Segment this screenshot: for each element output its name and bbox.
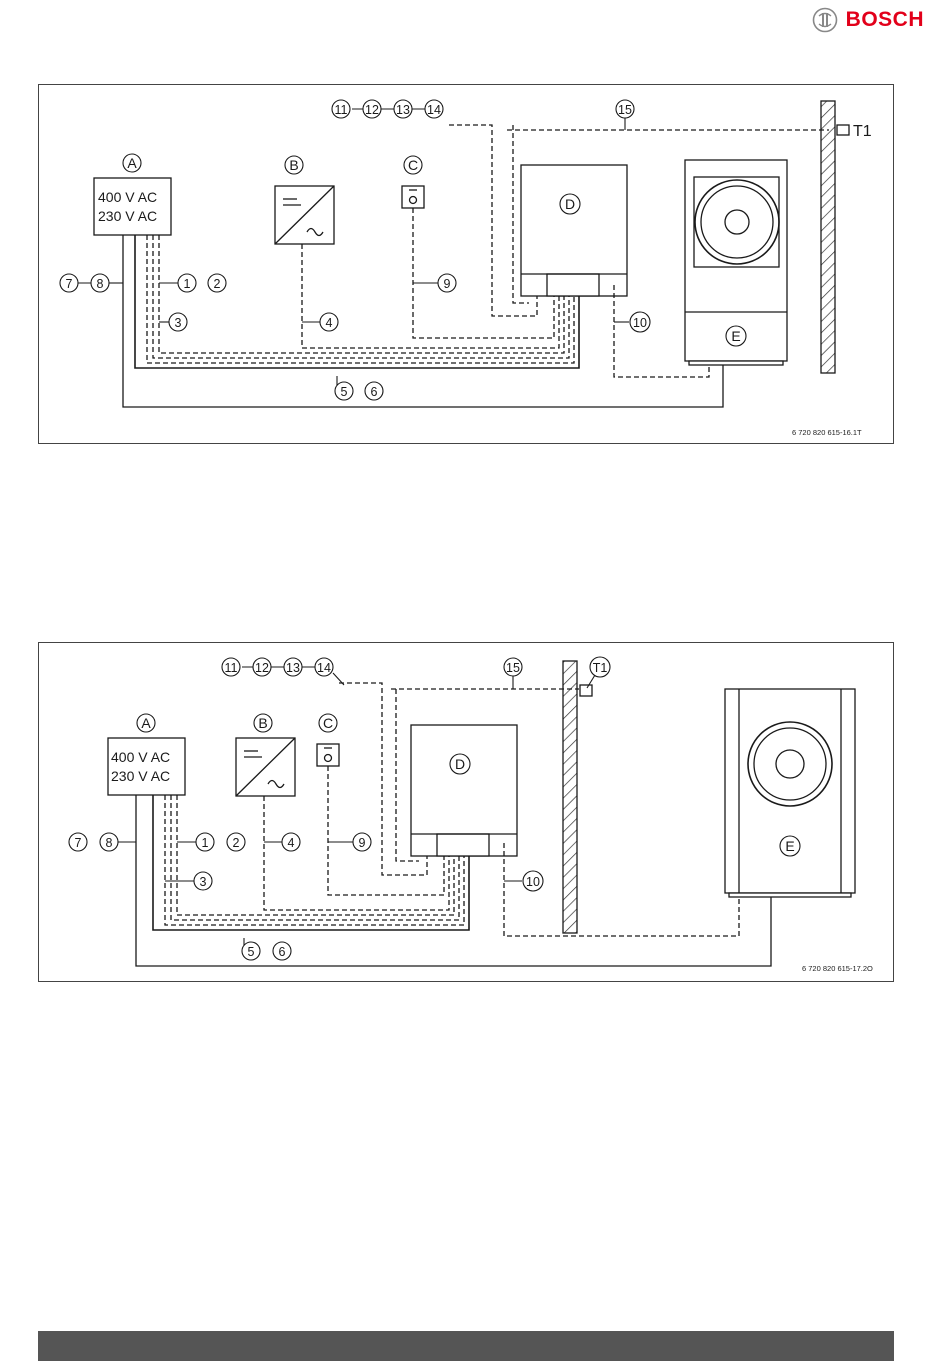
t1-sensor	[837, 125, 849, 135]
callout-15: 15	[506, 661, 520, 675]
t1-sensor	[580, 685, 592, 696]
callout-12: 12	[255, 661, 269, 675]
diagram-bottom-canvas: 400 V AC 230 V AC A B C D E	[39, 643, 895, 981]
callout-D: D	[455, 756, 465, 772]
wiring-diagram-top: T1 400 V AC 230 V AC A B C D E	[38, 84, 894, 444]
callout-9: 9	[359, 836, 366, 850]
callout-14: 14	[317, 661, 331, 675]
power-supply-box-A	[94, 178, 171, 235]
callout-5: 5	[341, 385, 348, 399]
callout-5: 5	[248, 945, 255, 959]
callout-7: 7	[66, 277, 73, 291]
callout-3: 3	[200, 875, 207, 889]
callout-1: 1	[202, 836, 209, 850]
callout-D: D	[565, 196, 575, 212]
voltage-label-230: 230 V AC	[111, 768, 170, 784]
figure-code-top: 6 720 820 615-16.1T	[792, 428, 862, 437]
brand-name: BOSCH	[846, 8, 924, 32]
wall	[821, 101, 835, 373]
callout-2: 2	[233, 836, 240, 850]
callout-13: 13	[396, 103, 410, 117]
figure-code-bottom: 6 720 820 615-17.2O	[802, 964, 873, 973]
callout-C: C	[323, 715, 333, 731]
callout-A: A	[127, 155, 137, 171]
callout-E: E	[785, 838, 794, 854]
callout-14: 14	[427, 103, 441, 117]
outdoor-unit-E	[725, 689, 855, 893]
callout-8: 8	[97, 277, 104, 291]
callout-15: 15	[618, 103, 632, 117]
callout-10: 10	[526, 875, 540, 889]
brand-logo: BOSCH	[812, 6, 924, 34]
t1-label: T1	[853, 123, 872, 140]
callout-11: 11	[225, 661, 238, 675]
callout-12: 12	[365, 103, 379, 117]
callout-9: 9	[444, 277, 451, 291]
callout-A: A	[141, 715, 151, 731]
callout-C: C	[408, 157, 418, 173]
power-supply-box-A	[108, 738, 185, 795]
footer-bar	[38, 1331, 894, 1361]
callout-7: 7	[75, 836, 82, 850]
callout-13: 13	[286, 661, 300, 675]
callout-4: 4	[326, 316, 333, 330]
t1-label: T1	[593, 661, 608, 675]
callout-B: B	[258, 715, 267, 731]
callout-6: 6	[279, 945, 286, 959]
bosch-armature-icon	[812, 7, 838, 33]
callout-11: 11	[335, 103, 348, 117]
callout-2: 2	[214, 277, 221, 291]
voltage-label-230: 230 V AC	[98, 208, 157, 224]
wiring-diagram-bottom: 400 V AC 230 V AC A B C D E	[38, 642, 894, 982]
callout-1: 1	[184, 277, 191, 291]
callout-E: E	[731, 328, 740, 344]
diagram-top-canvas: T1 400 V AC 230 V AC A B C D E	[39, 85, 895, 443]
callout-8: 8	[106, 836, 113, 850]
voltage-label-400: 400 V AC	[111, 749, 170, 765]
voltage-label-400: 400 V AC	[98, 189, 157, 205]
callout-6: 6	[371, 385, 378, 399]
callout-B: B	[289, 157, 298, 173]
callout-4: 4	[288, 836, 295, 850]
wall	[563, 661, 577, 933]
callout-10: 10	[633, 316, 647, 330]
callout-3: 3	[175, 316, 182, 330]
